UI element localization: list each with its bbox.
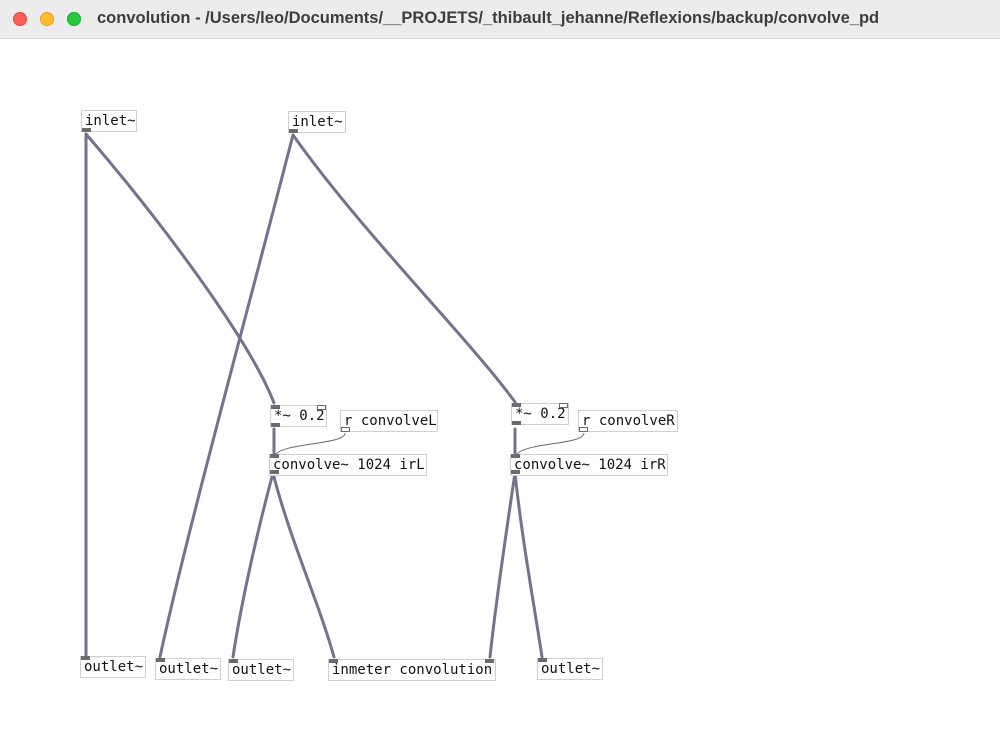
cord-convL-to-meter xyxy=(271,471,336,659)
object-label: outlet~ xyxy=(232,662,292,678)
cord-recvL-to-convL xyxy=(274,432,346,456)
outlet-port[interactable] xyxy=(82,128,91,132)
inlet-port[interactable] xyxy=(559,403,568,408)
inlet-port[interactable] xyxy=(229,659,238,663)
title-bar[interactable]: convolution - /Users/leo/Documents/__PRO… xyxy=(0,0,1000,39)
outlet-port[interactable] xyxy=(271,423,280,427)
object-label: inlet~ xyxy=(85,113,136,129)
cord-inletR-to-out2 xyxy=(158,133,295,659)
inlet-port[interactable] xyxy=(317,405,326,410)
object-label: *~ 0.2 xyxy=(274,408,325,424)
inmeter-object[interactable]: inmeter convolution xyxy=(328,659,496,681)
cord-inletR-to-mulR xyxy=(291,133,517,404)
inlet-port[interactable] xyxy=(329,659,338,663)
object-label: convolve~ 1024 irL xyxy=(273,457,425,473)
cord-convR-to-meter xyxy=(488,471,517,659)
object-label: outlet~ xyxy=(84,659,144,675)
outlet-port[interactable] xyxy=(511,470,520,474)
receive-object[interactable]: r convolveR xyxy=(578,410,678,432)
inlet-object[interactable]: inlet~ xyxy=(81,110,137,132)
outlet-port[interactable] xyxy=(341,427,350,432)
inlet-port[interactable] xyxy=(511,454,520,458)
window-title: convolution - /Users/leo/Documents/__PRO… xyxy=(97,9,880,27)
object-label: *~ 0.2 xyxy=(515,406,566,422)
minimize-window-button[interactable] xyxy=(40,12,54,26)
object-label: outlet~ xyxy=(541,661,601,677)
cord-recvR-to-convR xyxy=(515,432,585,456)
multiply-object[interactable]: *~ 0.2 xyxy=(511,403,569,425)
convolve-object[interactable]: convolve~ 1024 irL xyxy=(269,454,427,476)
cord-convL-to-out3 xyxy=(231,471,275,659)
inlet-port[interactable] xyxy=(270,454,279,458)
outlet-object[interactable]: outlet~ xyxy=(537,658,603,680)
outlet-port[interactable] xyxy=(512,421,521,425)
outlet-object[interactable]: outlet~ xyxy=(228,659,294,681)
convolve-object[interactable]: convolve~ 1024 irR xyxy=(510,454,668,476)
object-label: outlet~ xyxy=(159,661,219,677)
outlet-port[interactable] xyxy=(289,129,298,133)
object-label: inmeter convolution xyxy=(332,662,493,678)
cord-inletL-to-mulL xyxy=(84,132,276,405)
zoom-window-button[interactable] xyxy=(67,12,81,26)
inlet-port[interactable] xyxy=(156,658,165,662)
outlet-port[interactable] xyxy=(579,427,588,432)
cord-convR-to-out4 xyxy=(513,471,544,659)
inlet-port[interactable] xyxy=(512,403,521,407)
patch-canvas[interactable]: inlet~ inlet~ *~ 0.2 r convolveL convolv… xyxy=(0,40,1000,729)
object-label: convolve~ 1024 irR xyxy=(514,457,666,473)
outlet-port[interactable] xyxy=(270,470,279,474)
inlet-port[interactable] xyxy=(538,658,547,662)
close-window-button[interactable] xyxy=(13,12,27,26)
object-label: inlet~ xyxy=(292,114,343,130)
inlet-port[interactable] xyxy=(271,405,280,409)
outlet-object[interactable]: outlet~ xyxy=(155,658,221,680)
multiply-object[interactable]: *~ 0.2 xyxy=(270,405,327,427)
inlet-port[interactable] xyxy=(81,656,90,660)
receive-object[interactable]: r convolveL xyxy=(340,410,438,432)
outlet-object[interactable]: outlet~ xyxy=(80,656,146,678)
object-label: r convolveR xyxy=(582,413,675,429)
inlet-port[interactable] xyxy=(485,659,494,663)
patch-connections xyxy=(84,132,585,659)
object-label: r convolveL xyxy=(344,413,437,429)
inlet-object[interactable]: inlet~ xyxy=(288,111,346,133)
